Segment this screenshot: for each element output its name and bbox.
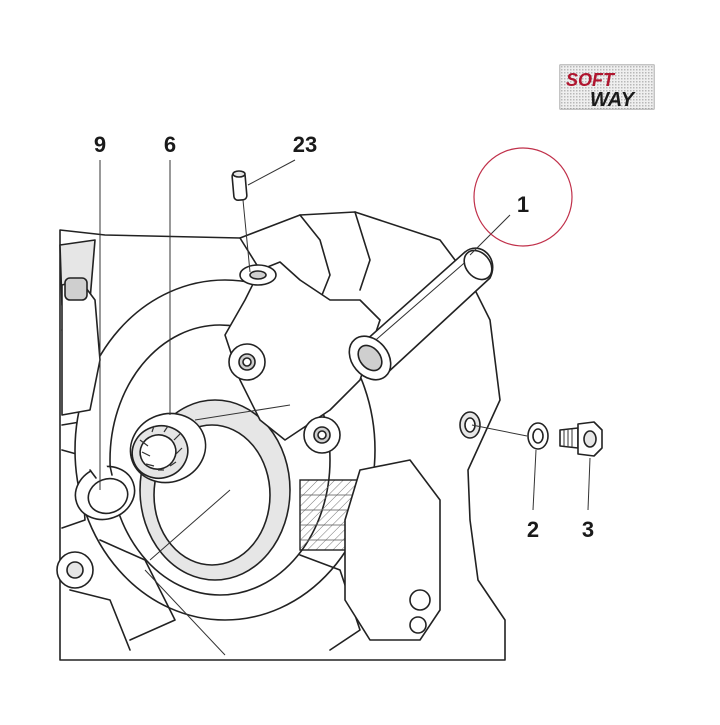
highlight-circle [473,147,573,247]
callout-3: 3 [582,517,594,542]
leader-lines [99,159,591,656]
callout-1: 1 [517,192,529,217]
part-2-washer [527,422,549,450]
logo-line2: WAY [590,89,636,111]
part-1-shaft [348,247,494,381]
shift-fork-bracket [224,261,381,454]
transmission-housing [56,211,506,661]
part-6-needle-bearing [129,412,207,484]
logo-line1: SOFT [566,70,616,90]
callout-9: 9 [94,132,106,157]
part-3-bolt [559,421,603,457]
callout-2: 2 [527,517,539,542]
callout-23: 23 [293,132,317,157]
part-9-circlip [74,463,136,521]
part-23-pin [231,170,248,202]
callout-6: 6 [164,132,176,157]
softway-logo: SOFT WAY [559,64,655,111]
